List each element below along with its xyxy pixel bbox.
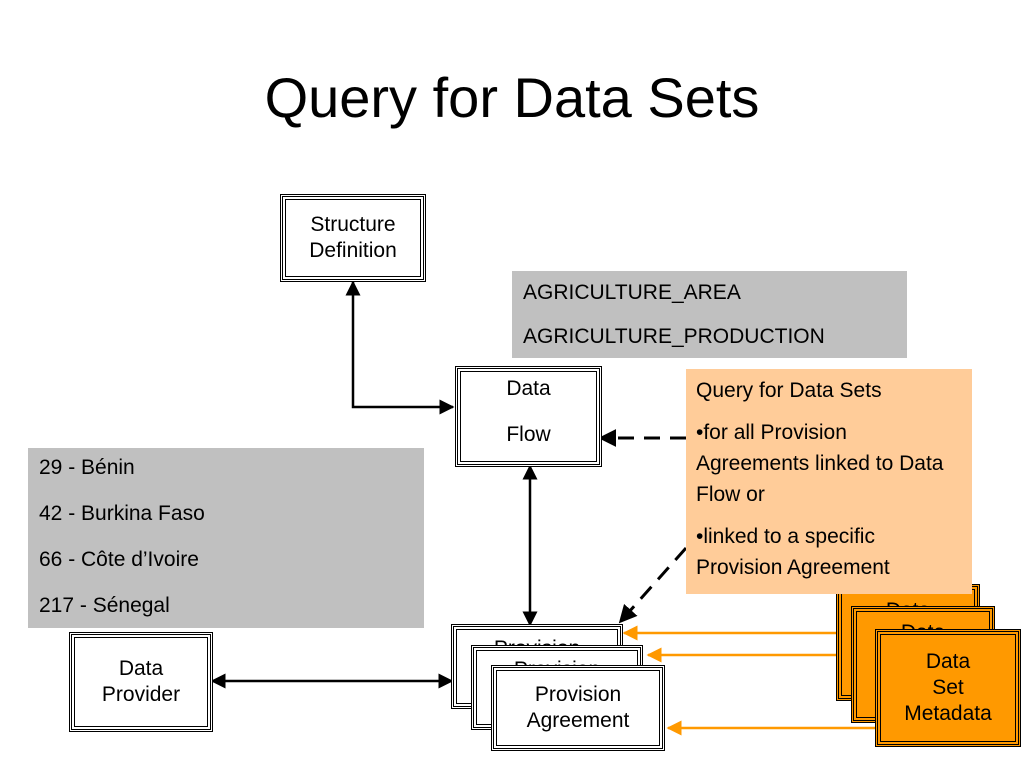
metadata-line3: Metadata [904,702,992,725]
query-note-heading: Query for Data Sets [696,379,882,402]
provider-code-item: 42 - Burkina Faso [39,502,205,525]
provision-agreement-line2: Agreement [526,709,630,732]
dataflow-code-list: AGRICULTURE_AREA AGRICULTURE_PRODUCTION [512,271,907,358]
data-flow-node[interactable]: Data Flow [455,366,602,467]
provider-code-item: 29 - Bénin [39,456,135,479]
data-provider-line1: Data [118,657,164,680]
provider-code-item: 66 - Côte d’Ivoire [39,548,199,571]
provision-agreement-node[interactable]: Provision Agreement [491,665,665,751]
data-set-metadata-node[interactable]: Data Set Metadata [875,629,1021,747]
query-link-provision [618,547,688,624]
data-flow-line2: Flow [506,423,551,446]
link-structure-dataflow [345,280,455,415]
structure-definition-node[interactable]: Structure Definition [280,194,426,282]
dataflow-code-item: AGRICULTURE_AREA [523,281,741,304]
query-note: Query for Data Sets •for all Provision A… [686,369,972,594]
data-flow-line1: Data [506,377,551,400]
dataflow-code-item: AGRICULTURE_PRODUCTION [523,325,825,348]
metadata-line1: Data [925,650,971,673]
provider-code-list: 29 - Bénin 42 - Burkina Faso 66 - Côte d… [28,448,424,628]
provider-code-item: 217 - Sénegal [39,594,170,617]
provision-agreement-line1: Provision [534,683,622,706]
structure-definition-line1: Structure [310,213,396,236]
query-note-option-specific: •linked to a specific Provision Agreemen… [696,525,890,579]
data-provider-line2: Provider [101,683,181,706]
query-note-option-all: •for all Provision Agreements linked to … [696,421,944,506]
structure-definition-line2: Definition [309,239,397,262]
slide-title: Query for Data Sets [264,66,760,129]
data-provider-node[interactable]: Data Provider [69,632,213,732]
metadata-line2: Set [932,676,964,699]
